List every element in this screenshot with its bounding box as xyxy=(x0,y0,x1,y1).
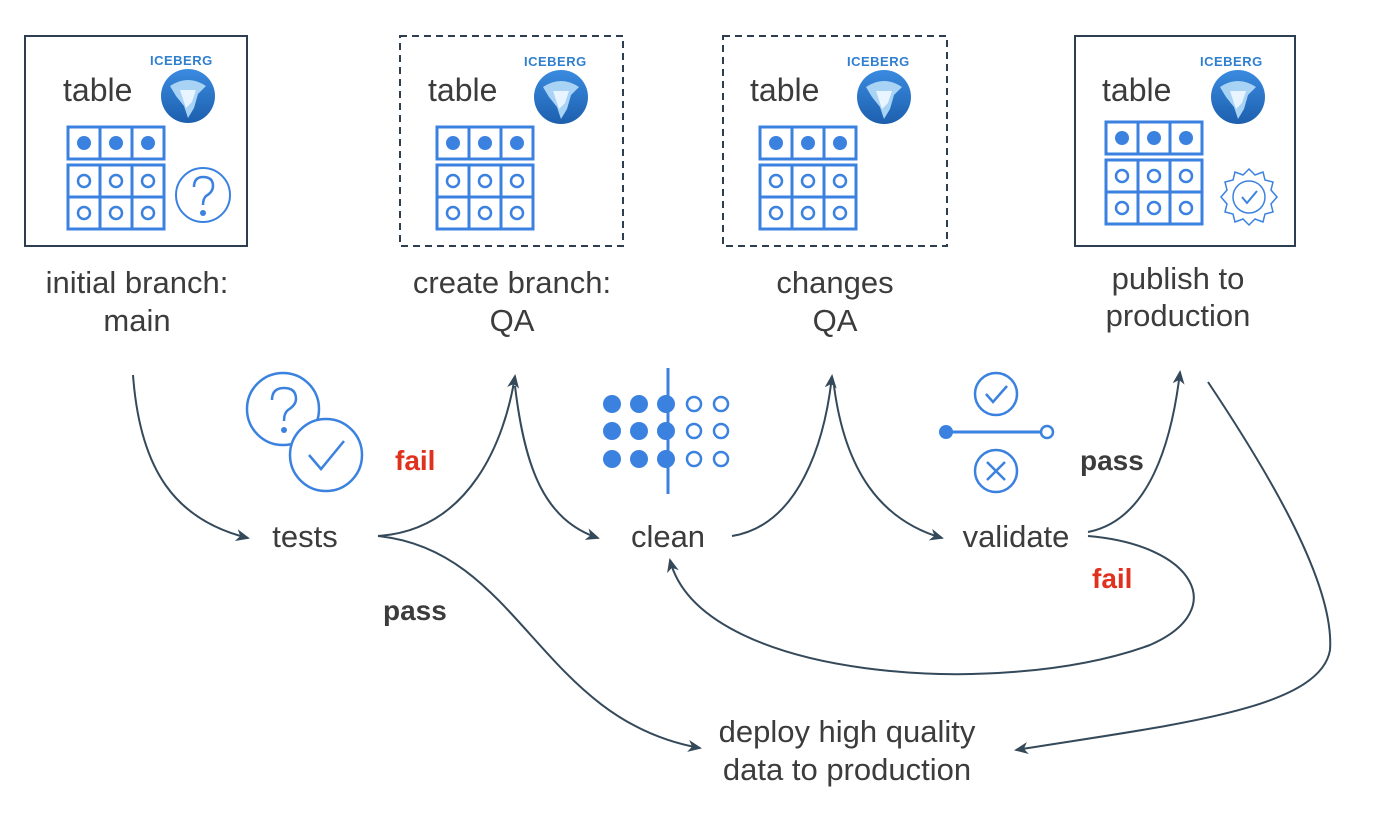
table-card-create-branch: table ICEBERG create branch: QA xyxy=(399,35,624,338)
table-card-changes: table ICEBERG changes QA xyxy=(722,35,948,338)
question-icon xyxy=(175,167,231,223)
validate-pass-label: pass xyxy=(1080,445,1144,476)
tests-icon xyxy=(245,371,364,493)
iceberg-brand-label: ICEBERG xyxy=(1200,54,1263,69)
card-caption-line1: changes xyxy=(776,265,893,300)
table-grid-icon xyxy=(758,125,858,231)
check-circle-icon xyxy=(288,417,364,493)
arrow-validate-fail-to-clean xyxy=(667,535,1195,676)
table-grid-icon xyxy=(1104,120,1204,226)
table-card-main: table ICEBERG initial branch: main xyxy=(24,35,248,338)
iceberg-logo-icon xyxy=(1211,70,1265,124)
card-border xyxy=(399,35,624,247)
card-caption-line1: initial branch: xyxy=(46,265,229,300)
card-border xyxy=(722,35,948,247)
deploy-label-line2: data to production xyxy=(723,752,971,787)
card-border xyxy=(24,35,248,247)
arrow-tests-to-create-branch xyxy=(377,374,520,537)
card-caption-line2: QA xyxy=(813,303,858,338)
card-border xyxy=(1074,35,1296,247)
check-circle-icon xyxy=(973,371,1019,417)
x-circle-icon xyxy=(973,448,1019,494)
validate-toggle-icon xyxy=(939,371,1055,494)
iceberg-logo-icon xyxy=(161,69,215,123)
arrow-tests-pass-to-deploy xyxy=(377,535,702,752)
table-title: table xyxy=(1102,72,1171,108)
question-circle-icon xyxy=(245,371,321,447)
card-caption-line1: publish to xyxy=(1112,261,1245,296)
step-validate: validate xyxy=(963,519,1070,554)
arrow-main-to-tests xyxy=(132,374,250,541)
table-title: table xyxy=(63,72,132,108)
table-grid-icon xyxy=(66,125,166,231)
table-grid-icon xyxy=(435,125,535,231)
arrow-clean-to-changes xyxy=(731,374,837,537)
tests-pass-label: pass xyxy=(383,595,447,626)
iceberg-brand-label: ICEBERG xyxy=(150,53,213,68)
clean-dots-icon xyxy=(603,368,730,494)
iceberg-logo-icon xyxy=(534,70,588,124)
table-card-publish: table ICEBERG publish to production xyxy=(1074,35,1296,333)
iceberg-brand-label: ICEBERG xyxy=(524,54,587,69)
step-tests: tests xyxy=(272,519,337,554)
arrow-validate-pass-to-publish xyxy=(1087,370,1185,533)
iceberg-brand-label: ICEBERG xyxy=(847,54,910,69)
card-caption-line1: create branch: xyxy=(413,265,611,300)
iceberg-logo-icon xyxy=(857,70,911,124)
tests-fail-label: fail xyxy=(395,445,435,476)
arrow-create-branch-to-clean xyxy=(514,385,600,540)
deploy-label-line1: deploy high quality xyxy=(719,714,976,749)
arrow-publish-to-deploy xyxy=(1014,381,1332,755)
validate-fail-label: fail xyxy=(1092,563,1132,594)
card-caption-line2: main xyxy=(103,303,170,338)
card-caption-line2: QA xyxy=(490,303,535,338)
table-title: table xyxy=(428,72,497,108)
card-caption-line2: production xyxy=(1106,298,1251,333)
table-title: table xyxy=(750,72,819,108)
arrow-changes-to-validate xyxy=(833,385,944,541)
step-clean: clean xyxy=(631,519,705,554)
verified-seal-icon xyxy=(1220,167,1278,227)
